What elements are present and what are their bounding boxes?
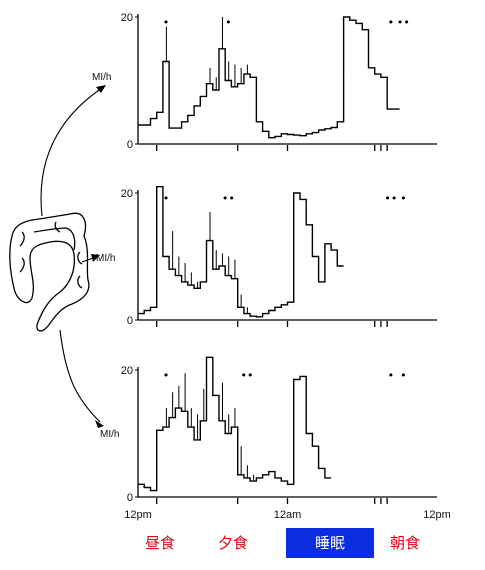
colon-inner-outline: [33, 227, 76, 251]
colon-outer-outline: [9, 212, 90, 332]
rate-label-top: MI/h: [92, 72, 111, 83]
significance-marker: •: [400, 369, 407, 382]
y-tick-label: 0: [127, 139, 133, 151]
arrowhead-bottom: [95, 420, 104, 428]
chart-panel-2: 020••••••: [121, 186, 437, 327]
rate-label-bottom: MI/h: [100, 429, 119, 440]
y-tick-label: 20: [121, 12, 133, 24]
significance-marker: •: [225, 16, 232, 29]
arrowhead-top: [96, 85, 106, 93]
motility-trace: [138, 16, 400, 139]
significance-marker: ••: [397, 16, 410, 29]
y-tick-label: 0: [127, 315, 133, 327]
significance-marker: •: [163, 192, 170, 205]
y-tick-label: 0: [127, 492, 133, 504]
arrowheads: [91, 85, 106, 428]
significance-marker: •: [163, 16, 170, 29]
chart-panel-3: 020•••••: [121, 356, 437, 504]
significance-marker: ••: [384, 192, 397, 205]
y-tick-label: 20: [121, 188, 133, 200]
colon-illustration: [9, 212, 90, 332]
x-tick-label: 12pm: [423, 509, 451, 521]
significance-marker: ••: [241, 369, 254, 382]
significance-marker: ••: [222, 192, 235, 205]
arrow-to-top-panel: [40, 87, 103, 217]
arrow-to-bottom-panel: [59, 329, 101, 423]
arrowhead-middle: [91, 254, 100, 262]
x-axis-tick-labels: 12pm 12am 12pm: [124, 509, 451, 521]
label-sleep: 睡眠: [286, 528, 374, 558]
x-tick-label: 12pm: [124, 509, 152, 521]
rate-label-middle: MI/h: [96, 253, 115, 264]
significance-marker: •: [400, 192, 407, 205]
label-dinner: 夕食: [218, 534, 249, 552]
significance-marker: •: [388, 16, 395, 29]
label-lunch: 昼食: [145, 534, 176, 552]
significance-marker: •: [388, 369, 395, 382]
x-tick-label: 12am: [274, 509, 302, 521]
significance-marker: •: [163, 369, 170, 382]
y-tick-label: 20: [121, 365, 133, 377]
chart-panel-1: 020•••••: [121, 12, 437, 151]
colon-haustra: [19, 221, 83, 289]
label-breakfast: 朝食: [390, 534, 421, 552]
